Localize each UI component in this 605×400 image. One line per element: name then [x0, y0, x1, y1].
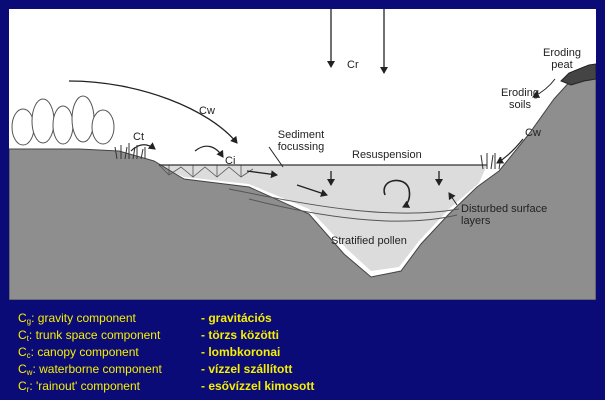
legend-desc: Ct: trunk space component — [18, 328, 161, 343]
label-ci: Ci — [225, 155, 236, 167]
legend-translation: - gravitációs — [201, 311, 272, 325]
label-resuspension: Resuspension — [352, 149, 422, 161]
sediment-layers — [228, 188, 460, 222]
reeds-left — [114, 143, 146, 160]
peat — [560, 63, 596, 86]
legend-row-rainout: Cr: 'rainout' component - esővízzel kimo… — [18, 378, 578, 395]
reeds-right — [480, 153, 502, 170]
legend-row-trunk: Ct: trunk space component - törzs között… — [18, 327, 578, 344]
legend-translation: - lombkoronai — [201, 345, 281, 359]
label-cr: Cr — [347, 59, 359, 71]
legend-row-waterborne: Cw: waterborne component - vízzel szállí… — [18, 361, 578, 378]
label-stratified-pollen: Stratified pollen — [331, 235, 407, 247]
label-ct: Ct — [133, 131, 144, 143]
label-eroding-peat: Eroding peat — [543, 47, 581, 71]
label-disturbed-surface-layers: Disturbed surface layers — [461, 203, 548, 227]
lake-water — [159, 165, 487, 271]
legend-desc: Cc: canopy component — [18, 345, 139, 360]
label-cw-right: Cw — [525, 127, 541, 139]
legend-row-canopy: Cc: canopy component - lombkoronai — [18, 344, 578, 361]
legend: Cg: gravity component - gravitációs Ct: … — [18, 310, 578, 395]
legend-desc: Cw: waterborne component — [18, 362, 162, 377]
legend-translation: - vízzel szállított — [201, 362, 293, 376]
trees — [11, 95, 115, 146]
legend-translation: - esővízzel kimosott — [201, 379, 315, 393]
diagram-graphics — [9, 9, 596, 300]
label-sediment-focussing: Sediment focussing — [277, 129, 325, 153]
label-cw-left: Cw — [199, 105, 215, 117]
cracked-layer — [158, 164, 254, 178]
legend-translation: - törzs közötti — [201, 328, 279, 342]
legend-desc: Cg: gravity component — [18, 311, 136, 326]
legend-desc: Cr: 'rainout' component — [18, 379, 140, 394]
label-eroding-soils: Eroding soils — [501, 87, 539, 111]
legend-row-gravity: Cg: gravity component - gravitációs — [18, 310, 578, 327]
lake-pollen-diagram: Cr Cw Ct Ci Sediment focussing Resuspens… — [9, 9, 596, 300]
